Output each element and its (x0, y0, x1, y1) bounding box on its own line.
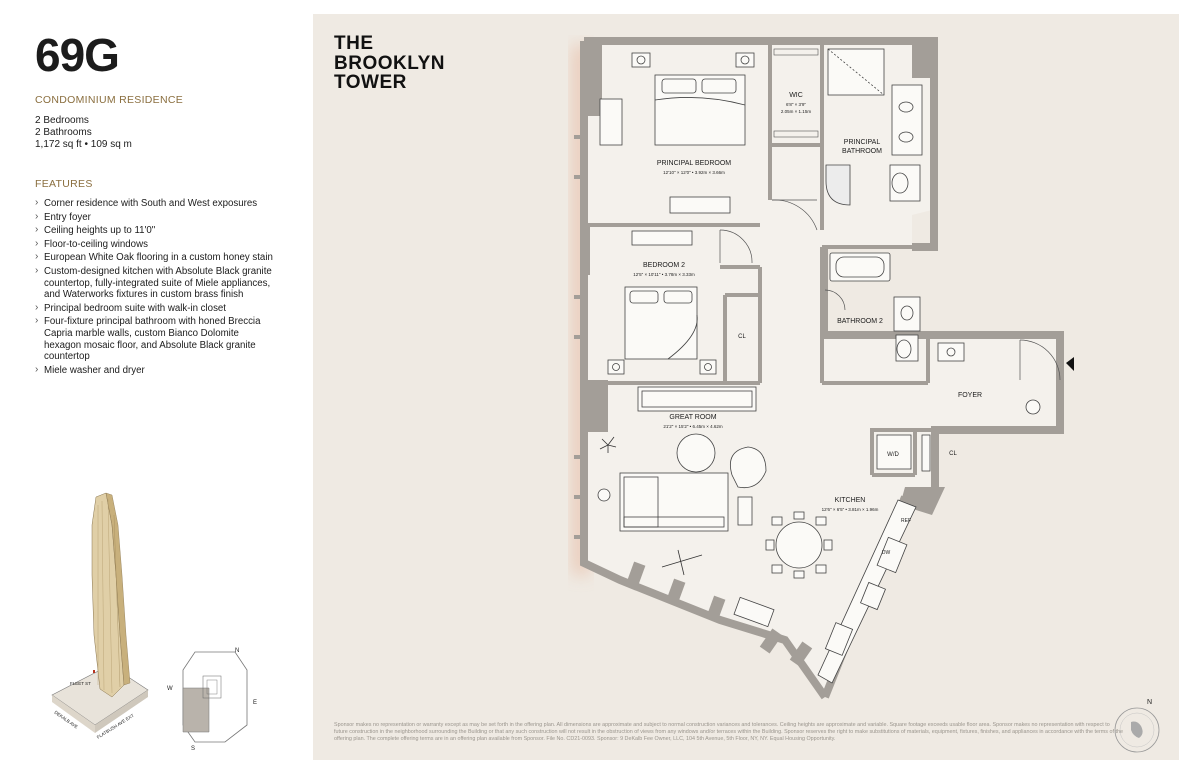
compass-s: S (191, 746, 195, 750)
wic-dims-ft: 6'8" × 3'9" (786, 102, 806, 107)
wic-dims-m: 2.05m × 1.15m (781, 109, 811, 114)
wd-label: W/D (887, 452, 899, 458)
compass-w: W (167, 686, 173, 692)
brand-line: BROOKLYN (334, 52, 445, 74)
feature-item: Custom-designed kitchen with Absolute Bl… (35, 265, 275, 301)
features-heading: FEATURES (35, 178, 93, 190)
feature-item: Entry foyer (35, 211, 275, 224)
great-room-dims: 21'2" × 15'2" • 6.45m × 4.62m (663, 424, 723, 429)
interior-walls (584, 43, 935, 477)
features-list: Corner residence with South and West exp… (35, 197, 275, 378)
room-principal-bedroom: PRINCIPAL BEDROOM (657, 160, 731, 167)
dw-label: DW (882, 550, 891, 556)
info-column: 69G CONDOMINIUM RESIDENCE 2 Bedrooms 2 B… (0, 0, 300, 776)
closet-label: CL (738, 334, 746, 340)
wic-shelves (773, 48, 819, 138)
bedroom2-dims: 12'5" × 10'11" • 3.78m × 3.33m (633, 272, 695, 277)
north-compass: N (1114, 699, 1160, 753)
legal-disclaimer: Sponsor makes no representation or warra… (334, 722, 1123, 742)
floor-plan: PRINCIPAL BEDROOM 12'10" × 12'0" • 3.92m… (572, 37, 1074, 700)
principal-bedroom-dims: 12'10" × 12'0" • 3.92m × 3.66m (663, 170, 725, 175)
doors (719, 199, 1061, 381)
brand-line: THE (334, 33, 374, 54)
room-great-room: GREAT ROOM (669, 414, 716, 421)
residence-type: CONDOMINIUM RESIDENCE (35, 94, 184, 106)
feature-item: Floor-to-ceiling windows (35, 238, 275, 251)
unit-stats: 2 Bedrooms 2 Bathrooms 1,172 sq ft • 109… (35, 115, 132, 151)
living-furniture (597, 386, 767, 576)
feature-item: Four-fixture principal bathroom with hon… (35, 315, 275, 362)
brand-logo: THE BROOKLYN TOWER (334, 34, 445, 93)
feature-item: Ceiling heights up to 11'0" (35, 224, 275, 237)
feature-item: Miele washer and dryer (35, 364, 275, 377)
dining-set (733, 511, 833, 628)
room-bathroom2: BATHROOM 2 (837, 318, 883, 325)
room-kitchen: KITCHEN (835, 497, 866, 504)
brand-line: TOWER (334, 72, 407, 93)
west-window-mullions (574, 135, 584, 539)
compass-n: N (235, 648, 239, 654)
principal-bed (599, 52, 755, 214)
principal-bath-fixtures (825, 48, 923, 206)
ref-label: REF (901, 518, 911, 524)
room-principal-bathroom-2: BATHROOM (842, 148, 882, 155)
kitchen-counter (817, 499, 917, 684)
feature-item: Principal bedroom suite with walk-in clo… (35, 302, 275, 315)
bedroom2-bed (607, 230, 717, 375)
room-principal-bathroom-1: PRINCIPAL (844, 139, 881, 146)
street-fleet: FLEET ST (70, 681, 91, 686)
bathroom2-fixtures (829, 252, 921, 362)
kitchen-dims: 12'6" × 6'5" • 3.81m × 1.96m (822, 507, 879, 512)
area-size: 1,172 sq ft • 109 sq m (35, 139, 132, 150)
feature-item: European White Oak flooring in a custom … (35, 251, 275, 264)
window-mullions (626, 561, 813, 667)
unit-number: 69G (35, 29, 120, 81)
closet-label: CL (949, 451, 957, 457)
key-plan: N E W S (167, 648, 257, 750)
compass-e: E (253, 700, 257, 706)
feature-item: Corner residence with South and West exp… (35, 197, 275, 210)
room-bedroom2: BEDROOM 2 (643, 262, 685, 269)
entry-marker (1066, 357, 1074, 371)
foyer-fixtures (876, 342, 1041, 472)
north-label: N (1147, 699, 1152, 706)
tower-illustration: FLEET ST DEKALB AVE FLATBUSH AVE EXT (51, 492, 149, 740)
room-foyer: FOYER (958, 392, 982, 399)
bedrooms-count: 2 Bedrooms (35, 115, 89, 126)
bathrooms-count: 2 Bathrooms (35, 127, 92, 138)
room-wic: WIC (789, 92, 803, 99)
